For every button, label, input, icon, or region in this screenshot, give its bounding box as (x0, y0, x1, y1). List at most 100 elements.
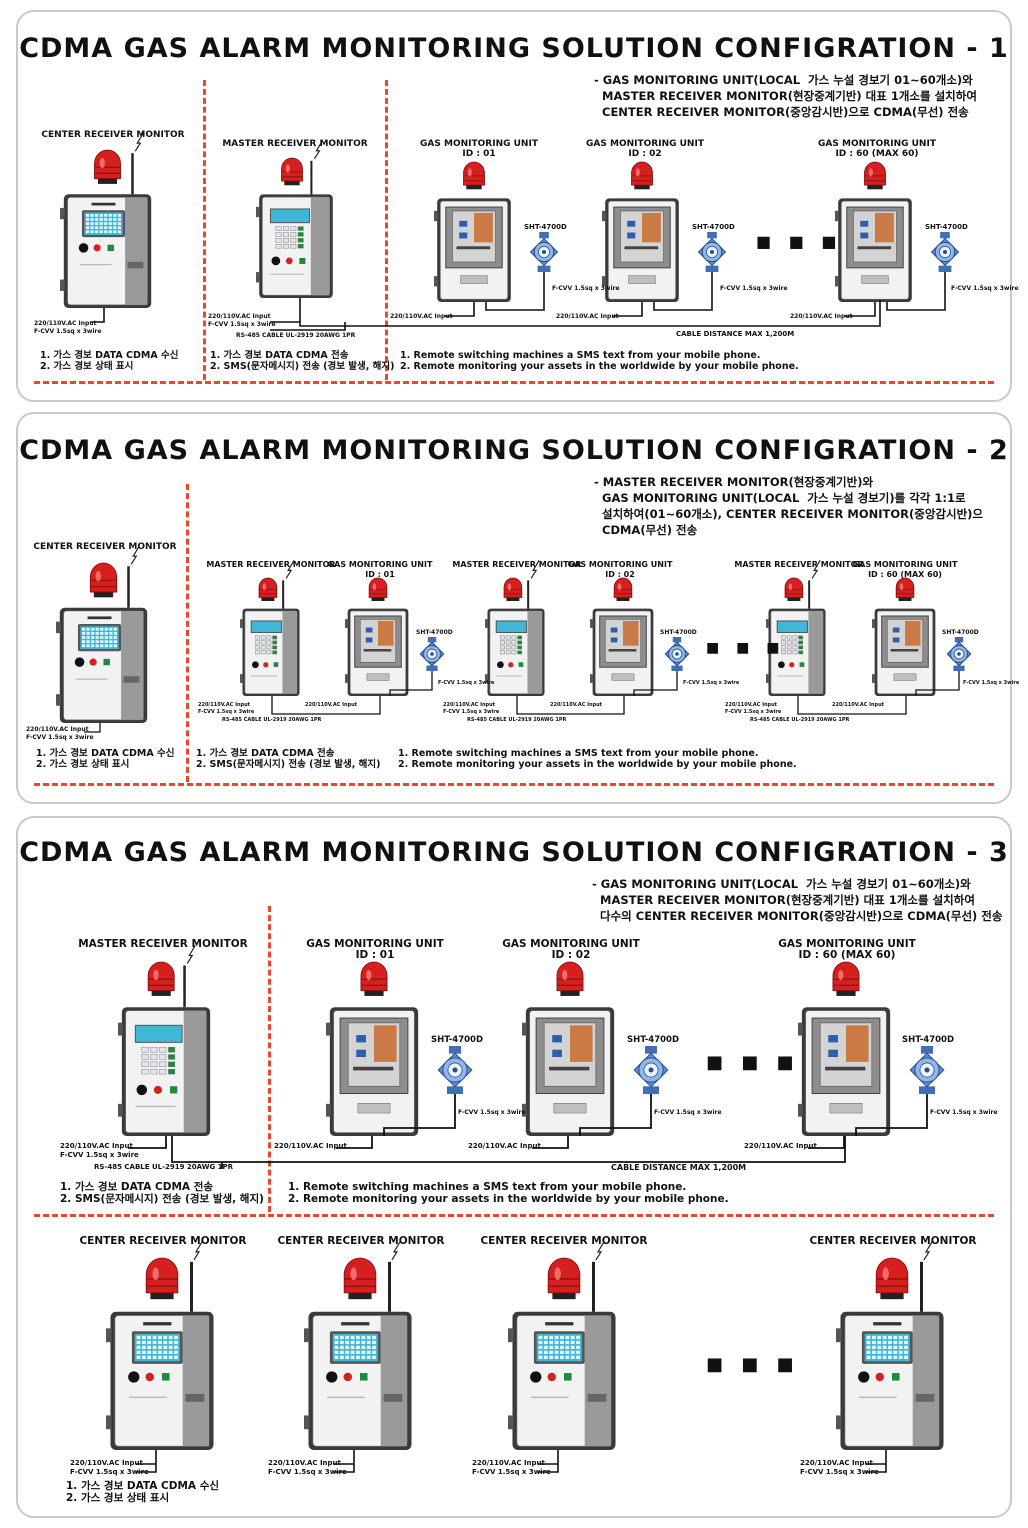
badge (87, 616, 112, 620)
ac-wire-label: F-CVV 1.5sq x 3wire (34, 328, 102, 335)
center-illustration (508, 1241, 616, 1450)
ac-input-label: 220/110V.AC Input (744, 1142, 817, 1150)
gas-monitoring-unit (835, 161, 915, 302)
ac-input-label: 220/110V.AC Input (472, 1459, 545, 1467)
center-monitor-label: CENTER RECEIVER MONITOR (480, 1235, 648, 1247)
divider (203, 80, 206, 380)
gas-monitoring-unit (798, 961, 894, 1136)
center-illustration (56, 545, 148, 723)
sensor-illustration (697, 232, 727, 272)
master-receiver-monitor (118, 945, 214, 1136)
config-note: - GAS MONITORING UNIT(LOCAL 가스 누설 경보기 01… (592, 877, 1003, 923)
cable-distance-label: CABLE DISTANCE MAX 1,200M (611, 1163, 747, 1172)
ac-input-label: 220/110V.AC Input (26, 726, 89, 733)
badge (91, 202, 116, 206)
config-note: - MASTER RECEIVER MONITOR(현장중계기반)와 GAS M… (594, 475, 983, 537)
rs485-label: RS-485 CABLE UL-2919 20AWG 1PR (467, 717, 567, 723)
sensor-wire-label: F-CVV 1.5sq x 3wire (930, 1109, 998, 1116)
sensor-illustration (930, 232, 960, 272)
center-monitor-label: CENTER RECEIVER MONITOR (41, 130, 185, 140)
ac-input-label: 220/110V.AC Input (274, 1142, 347, 1150)
badge (873, 1322, 902, 1326)
center-receiver-monitor (106, 1241, 218, 1450)
panel-title: CDMA GAS ALARM MONITORING SOLUTION CONFI… (19, 33, 1009, 64)
gas-sensor (929, 232, 961, 272)
panel-title: CDMA GAS ALARM MONITORING SOLUTION CONFI… (19, 435, 1009, 466)
master-illustration (118, 945, 211, 1136)
gas-unit-label: GAS MONITORING UNIT ID : 02 (586, 139, 704, 159)
ac-input-label: 220/110V.AC Input (208, 313, 271, 320)
ac-wire-label: F-CVV 1.5sq x 3wire (26, 734, 94, 741)
divider (186, 484, 189, 782)
center-receiver-monitor (304, 1241, 416, 1450)
sensor-wire-label: F-CVV 1.5sq x 3wire (458, 1109, 526, 1116)
gas-monitoring-unit (345, 577, 411, 696)
ac-input-label: 220/110V.AC Input (70, 1459, 143, 1467)
unit-illustration (522, 961, 615, 1136)
gas-unit-label: GAS MONITORING UNIT ID : 01 (420, 139, 538, 159)
center-illustration (836, 1241, 944, 1450)
sensor-label: SHT-4700D (627, 1035, 680, 1045)
unit-illustration (798, 961, 891, 1136)
ac-input-label: 220/110V.AC Input (305, 702, 358, 708)
gas-unit-label: GAS MONITORING UNIT ID : 02 (502, 938, 640, 961)
gas-unit-label: GAS MONITORING UNIT ID : 02 (567, 560, 673, 579)
master-monitor-label: MASTER RECEIVER MONITOR (78, 938, 248, 950)
sensor-illustration (633, 1046, 669, 1094)
sensor-illustration (664, 637, 690, 671)
center-monitor-label: CENTER RECEIVER MONITOR (809, 1235, 977, 1247)
rs485-label: RS-485 CABLE UL-2919 20AWG 1PR (222, 717, 322, 723)
center-illustration (106, 1241, 214, 1450)
unit-illustration (872, 577, 936, 696)
unit-illustration (602, 161, 679, 302)
ac-input-label: 220/110V.AC Input (550, 702, 603, 708)
gas-monitoring-unit (434, 161, 514, 302)
gas-monitoring-unit (590, 577, 656, 696)
master-monitor-label: MASTER RECEIVER MONITOR (206, 560, 336, 569)
unit-illustration (326, 961, 419, 1136)
sensor-illustration (909, 1046, 945, 1094)
gas-sensor (418, 637, 446, 671)
ellipsis-icon: ■ ■ ■ (756, 232, 843, 251)
master-feature-list: 1. 가스 경보 DATA CDMA 전송 2. SMS(문자메시지) 전송 (… (60, 1181, 264, 1205)
master-receiver-monitor (240, 560, 302, 696)
gas-unit-label: GAS MONITORING UNIT ID : 01 (327, 560, 433, 579)
remote-feature-list: 1. Remote switching machines a SMS text … (398, 748, 797, 770)
master-monitor-label: MASTER RECEIVER MONITOR (734, 560, 864, 569)
center-monitor-label: CENTER RECEIVER MONITOR (277, 1235, 445, 1247)
ac-input-label: 220/110V.AC Input (725, 702, 778, 708)
sensor-label: SHT-4700D (416, 629, 453, 636)
sensor-wire-label: F-CVV 1.5sq x 3wire (720, 285, 788, 292)
unit-illustration (345, 577, 409, 696)
master-receiver-monitor (485, 560, 547, 696)
master-illustration (485, 560, 545, 696)
gas-sensor (663, 637, 691, 671)
divider (34, 1214, 994, 1217)
panel-title: CDMA GAS ALARM MONITORING SOLUTION CONFI… (19, 837, 1009, 868)
rs485-label: RS-485 CABLE UL-2919 20AWG 1PR (750, 717, 850, 723)
unit-illustration (590, 577, 654, 696)
center-receiver-monitor (836, 1241, 948, 1450)
divider (268, 906, 271, 1212)
sensor-label: SHT-4700D (942, 629, 979, 636)
badge (341, 1322, 370, 1326)
master-receiver-monitor (256, 140, 336, 298)
rs485-label: RS-485 CABLE UL-2919 20AWG 1PR (236, 332, 356, 339)
divider (34, 783, 994, 786)
ac-input-label: 220/110V.AC Input (60, 1142, 133, 1150)
ac-wire-label: F-CVV 1.5sq x 3wire (725, 709, 782, 715)
center-feature-list: 1. 가스 경보 DATA CDMA 수신 2. 가스 경보 상태 표시 (40, 350, 179, 372)
sensor-label: SHT-4700D (660, 629, 697, 636)
center-feature-list: 1. 가스 경보 DATA CDMA 수신 2. 가스 경보 상태 표시 (66, 1480, 220, 1504)
sensor-illustration (529, 232, 559, 272)
sensor-label: SHT-4700D (925, 223, 968, 231)
ellipsis-icon: ■ ■ ■ (706, 640, 786, 656)
ac-wire-label: F-CVV 1.5sq x 3wire (443, 709, 500, 715)
ac-input-label: 220/110V.AC Input (34, 320, 97, 327)
badge (143, 1322, 172, 1326)
ac-input-label: 220/110V.AC Input (268, 1459, 341, 1467)
sensor-wire-label: F-CVV 1.5sq x 3wire (963, 680, 1020, 686)
sensor-label: SHT-4700D (524, 223, 567, 231)
